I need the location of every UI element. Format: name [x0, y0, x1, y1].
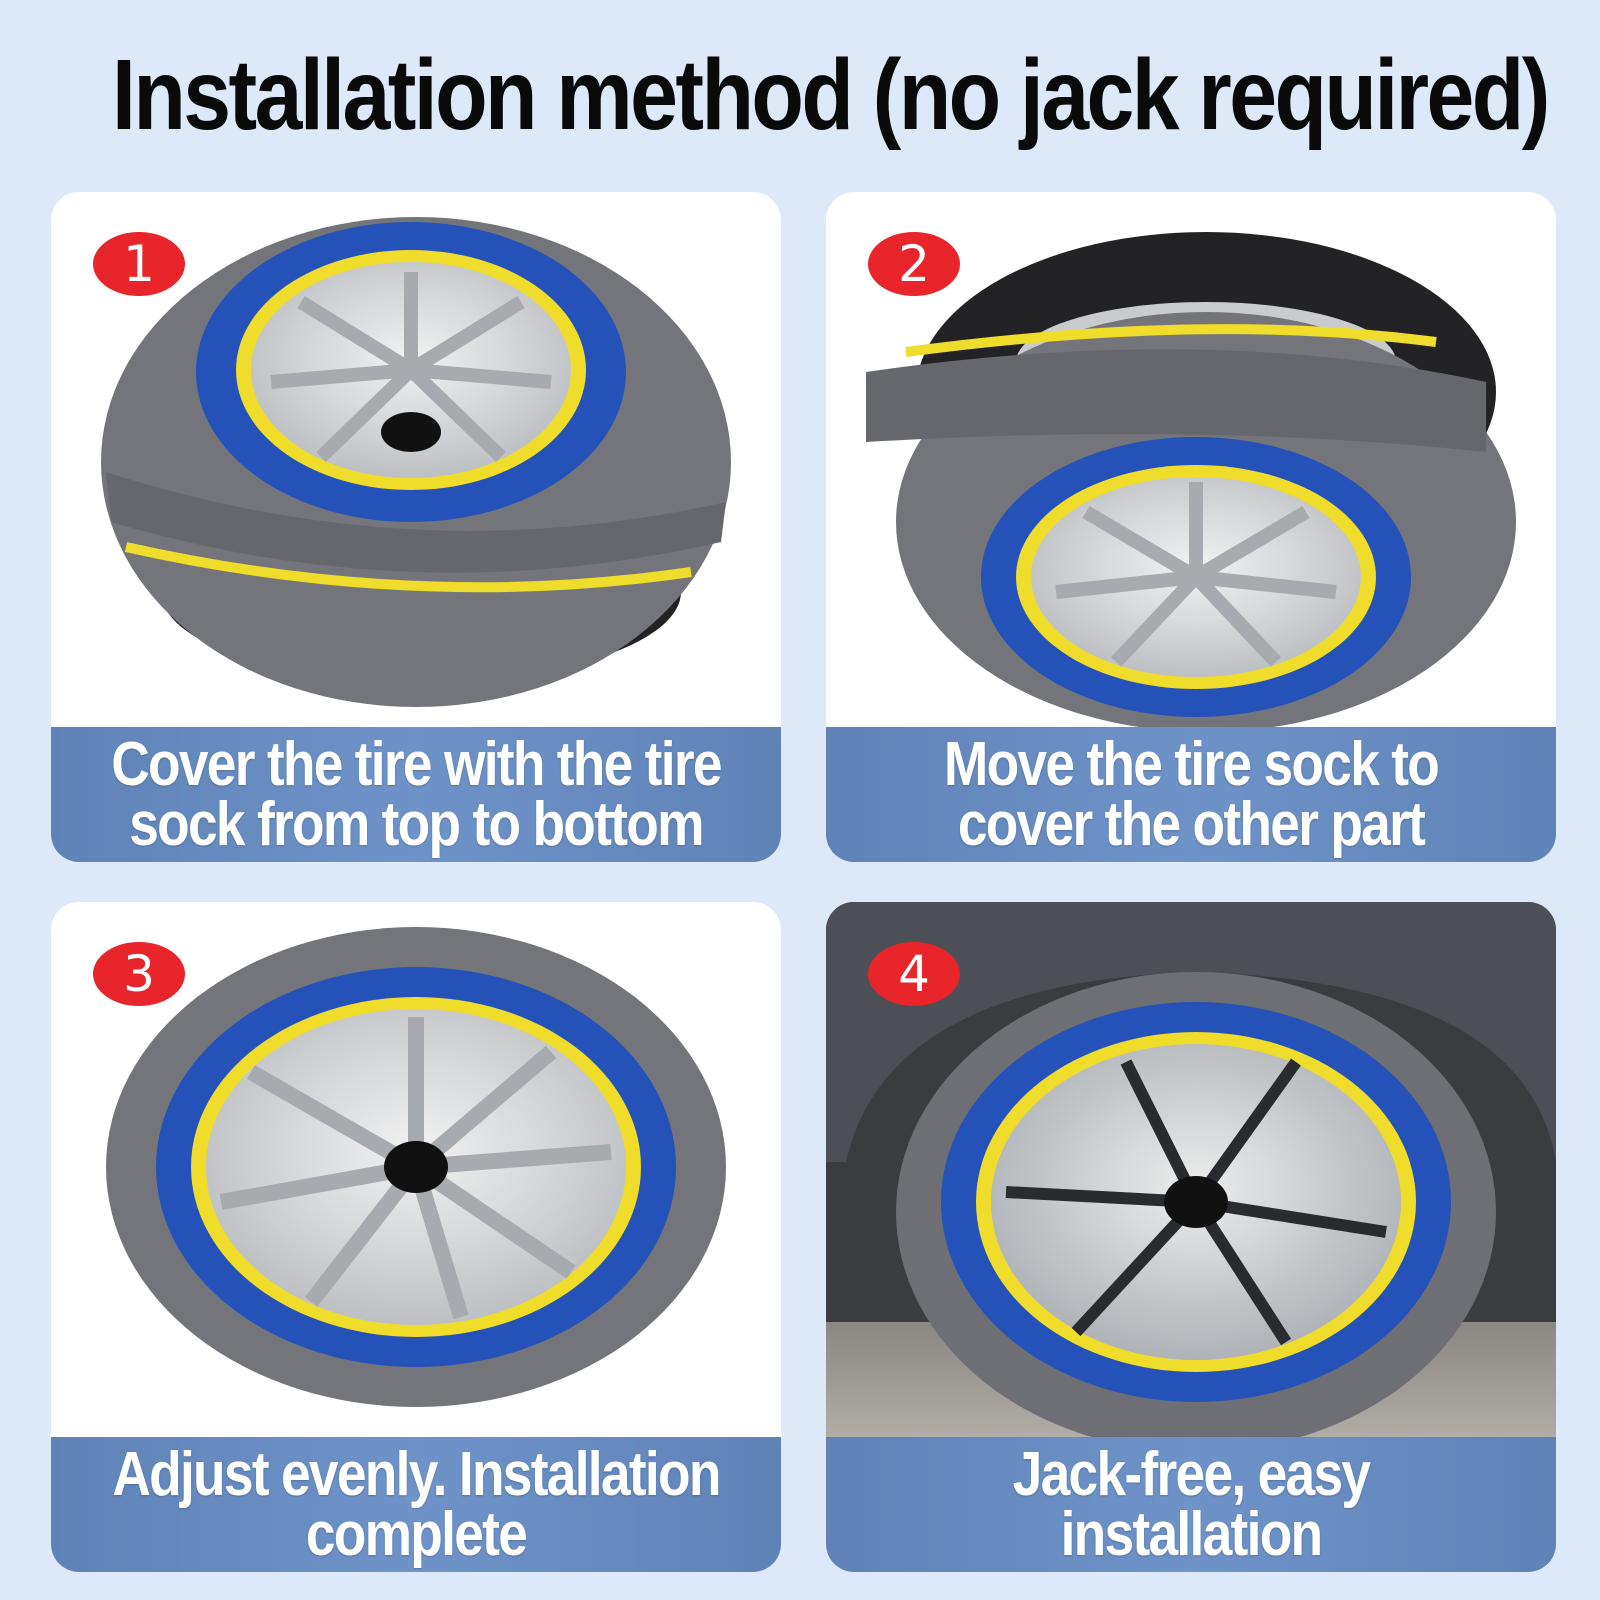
tire-sock-photo-1 — [51, 192, 781, 732]
step-number-badge-3: 3 — [93, 942, 185, 1006]
step-caption-band-2: Move the tire sock to cover the other pa… — [826, 727, 1556, 862]
step-caption-band-4: Jack-free, easy installation — [826, 1437, 1556, 1572]
tire-sock-car-photo — [826, 902, 1556, 1442]
step-number-badge-4: 4 — [868, 942, 960, 1006]
step-card-3: 3 Adjust evenly. Installation complete — [51, 902, 781, 1572]
step-caption-band-1: Cover the tire with the tire sock from t… — [51, 727, 781, 862]
step-number-badge-1: 1 — [93, 232, 185, 296]
step-caption-3: Adjust evenly. Installation complete — [112, 1439, 721, 1569]
step-card-2: 2 Move the tire sock to cover the other … — [826, 192, 1556, 862]
tire-sock-photo-2 — [826, 192, 1556, 732]
step-card-1: 1 Cover the tire with the tire sock from… — [51, 192, 781, 862]
tire-sock-photo-3 — [51, 902, 781, 1442]
page-title: Installation method (no jack required) — [112, 39, 1550, 151]
step-caption-1: Cover the tire with the tire sock from t… — [111, 729, 722, 859]
step-caption-2: Move the tire sock to cover the other pa… — [943, 729, 1440, 859]
step-number-badge-2: 2 — [868, 232, 960, 296]
step-caption-band-3: Adjust evenly. Installation complete — [51, 1437, 781, 1572]
step-caption-4: Jack-free, easy installation — [1012, 1439, 1371, 1569]
step-card-4: 4 Jack-free, easy installation — [826, 902, 1556, 1572]
